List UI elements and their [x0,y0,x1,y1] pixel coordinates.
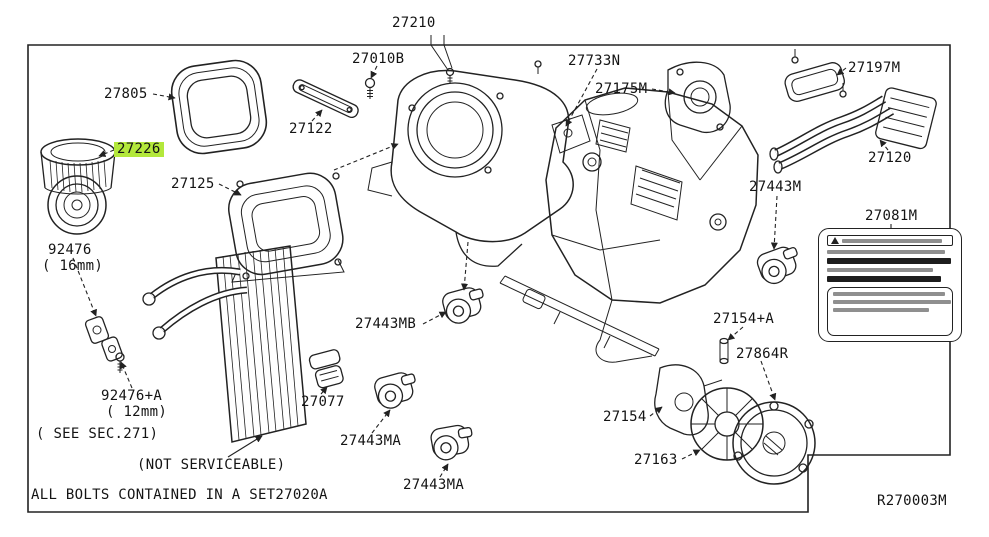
caution-header-row [827,235,953,246]
note-see-sec-271: ( SEE SEC.271) [36,426,159,442]
part-label-27443ma-2[interactable]: 27443MA [403,477,465,493]
part-label-27081m[interactable]: 27081M [865,208,918,224]
cabin-filter-caution-label [818,228,962,342]
part-label-27864r[interactable]: 27864R [736,346,789,362]
note-not-serviceable: (NOT SERVICEABLE) [137,457,286,473]
part-label-27010b[interactable]: 27010B [352,51,405,67]
warning-triangle-icon [831,237,839,244]
caution-micro-text [833,292,945,296]
caution-inner-box [827,287,953,336]
evaporator-drawing [142,245,307,443]
part-label-27125[interactable]: 27125 [171,176,215,192]
size-note-12mm: ( 12mm) [106,404,168,420]
part-label-27154[interactable]: 27154 [603,409,647,425]
part-label-27805[interactable]: 27805 [104,86,148,102]
part-label-27122[interactable]: 27122 [289,121,333,137]
part-label-27120[interactable]: 27120 [868,150,912,166]
leader-lines [72,65,889,478]
part-label-27443m[interactable]: 27443M [749,179,802,195]
caution-micro-text [842,238,942,243]
part-label-27733n[interactable]: 27733N [568,53,621,69]
part-label-27443mb[interactable]: 27443MB [355,316,417,332]
part-label-27443ma-1[interactable]: 27443MA [340,433,402,449]
part-label-27210[interactable]: 27210 [392,15,436,31]
line-art-parts [40,35,937,485]
part-label-27175m[interactable]: 27175M [595,81,648,97]
part-label-92476[interactable]: 92476 [48,242,92,258]
caution-micro-text [827,250,945,254]
part-label-27154-plus-a[interactable]: 27154+A [713,311,775,327]
part-label-27077[interactable]: 27077 [301,394,345,410]
part-label-27163[interactable]: 27163 [634,452,678,468]
caution-micro-text [827,276,941,282]
note-all-bolts-set: ALL BOLTS CONTAINED IN A SET27020A [31,487,328,503]
blower-motor-drawing [40,138,116,235]
part-label-27226-highlighted[interactable]: 27226 [114,142,164,157]
caution-micro-text [833,300,951,304]
part-label-27197m[interactable]: 27197M [848,60,901,76]
diagram-border [27,44,951,513]
caution-micro-text [827,258,951,264]
sheet-code: R270003M [877,493,947,509]
size-note-16mm: ( 16mm) [42,258,104,274]
caution-micro-text [827,268,933,272]
caution-micro-text [833,308,929,312]
part-label-92476-plus-a[interactable]: 92476+A [101,388,163,404]
